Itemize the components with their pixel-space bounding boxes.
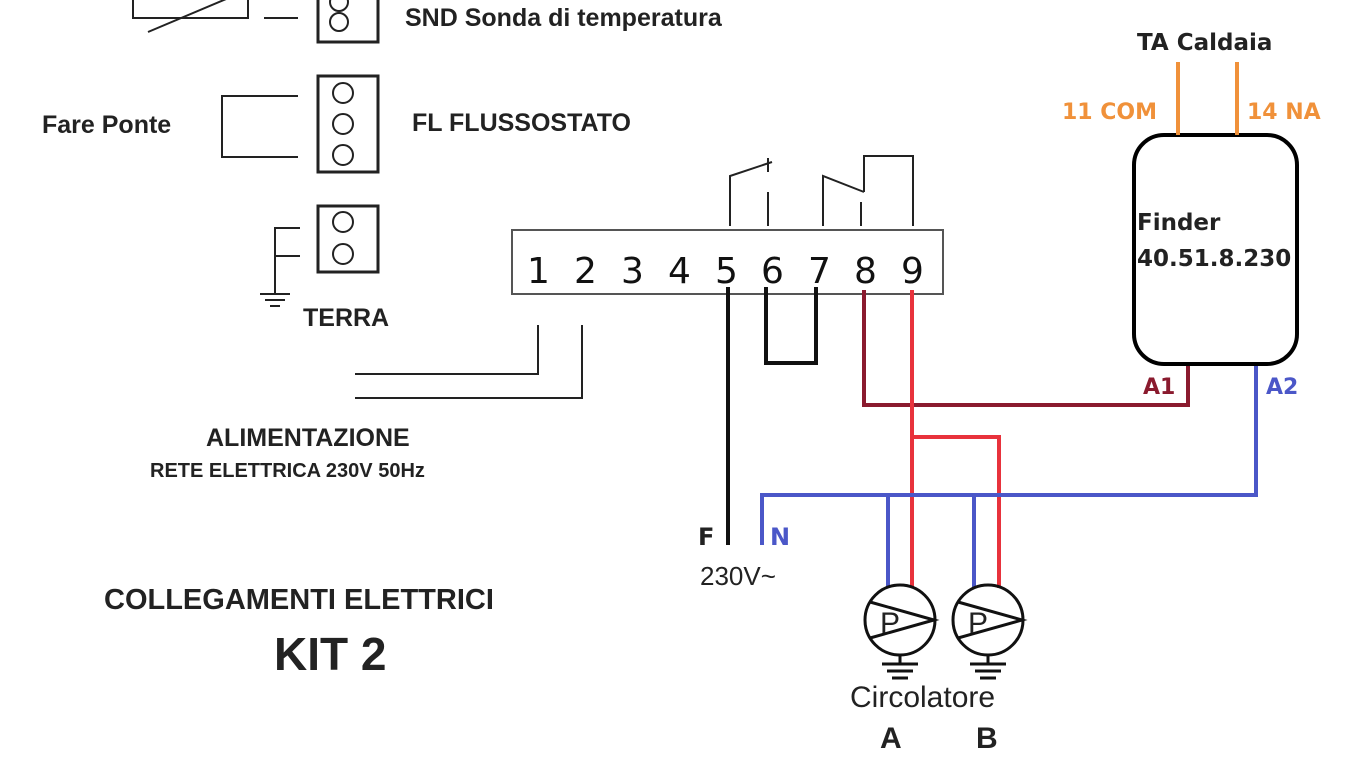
bridge-6-7-wire xyxy=(764,287,818,365)
kit-label: KIT 2 xyxy=(274,628,386,680)
pump-b-symbol: P xyxy=(968,607,988,640)
terminal-1: 1 xyxy=(527,251,550,292)
probe-terminal xyxy=(316,0,380,44)
terminal-3: 3 xyxy=(621,251,644,292)
terminal-numbers: 1 2 3 4 5 6 7 8 9 xyxy=(527,251,924,292)
terminal-4: 4 xyxy=(668,251,691,292)
terminal-5: 5 xyxy=(715,251,738,292)
flow-switch-label: FL FLUSSOSTATO xyxy=(412,109,631,137)
coil-a1-label: A1 xyxy=(1143,375,1175,400)
earth-connection xyxy=(260,204,380,307)
ta-title: TA Caldaia xyxy=(1137,30,1272,56)
neutral-wires xyxy=(760,366,1258,588)
coil-a1-wire xyxy=(862,290,1190,407)
coil-a2-label: A2 xyxy=(1266,375,1298,400)
earth-terminal xyxy=(316,204,380,274)
relay-brand: Finder xyxy=(1137,210,1221,236)
flow-switch-terminal xyxy=(316,74,380,174)
probe-label: SND Sonda di temperatura xyxy=(405,4,723,32)
pump-phase-wires xyxy=(910,290,1001,588)
supply-title: ALIMENTAZIONE xyxy=(206,424,410,452)
internal-contacts xyxy=(729,155,914,226)
pump-a-symbol: P xyxy=(880,607,900,640)
bridge-label: Fare Ponte xyxy=(42,111,171,139)
contact-na-label: 14 NA xyxy=(1247,100,1321,125)
phase-label: F xyxy=(698,523,714,551)
terminal-6: 6 xyxy=(761,251,784,292)
flow-switch xyxy=(221,74,380,174)
diagram-title: COLLEGAMENTI ELETTRICI xyxy=(104,584,494,616)
finder-relay xyxy=(1132,133,1299,366)
relay-model: 40.51.8.230 xyxy=(1137,246,1291,272)
neutral-label: N xyxy=(770,523,790,551)
contact-com-label: 11 COM xyxy=(1062,100,1157,125)
terminal-8: 8 xyxy=(854,251,877,292)
pump-b xyxy=(951,583,1028,680)
supply-leads xyxy=(355,325,583,399)
ta-contact-leads xyxy=(1176,62,1239,135)
pump-b-label: B xyxy=(976,722,998,755)
voltage-label: 230V~ xyxy=(700,561,776,591)
earth-label: TERRA xyxy=(303,304,389,332)
terminal-9: 9 xyxy=(901,251,924,292)
pump-title: Circolatore xyxy=(850,681,995,714)
terminal-7: 7 xyxy=(808,251,831,292)
pump-a xyxy=(863,583,940,680)
terminal-2: 2 xyxy=(574,251,597,292)
pump-a-label: A xyxy=(880,722,902,755)
supply-subtitle: RETE ELETTRICA 230V 50Hz xyxy=(150,460,425,482)
temperature-probe xyxy=(132,0,380,44)
